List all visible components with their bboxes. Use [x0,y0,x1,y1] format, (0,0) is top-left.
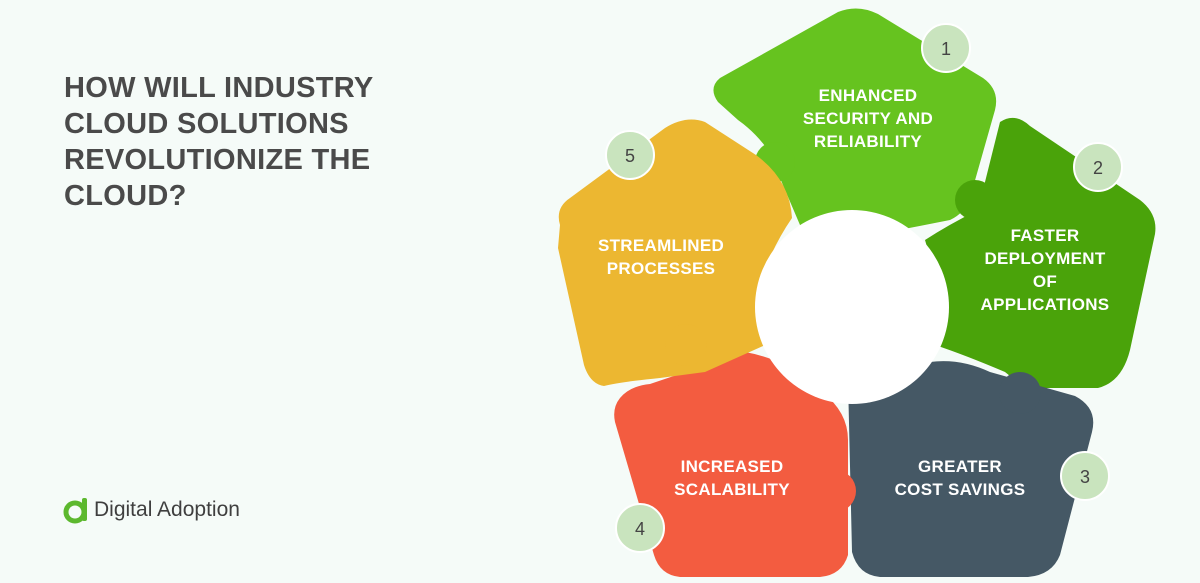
badge-1-number: 1 [941,39,951,59]
badge-4: 4 [615,503,665,553]
badge-4-circle [615,503,665,553]
piece-1-label-line: RELIABILITY [814,132,922,151]
badge-5-circle [605,130,655,180]
piece-2-label: FASTER DEPLOYMENT OF APPLICATIONS [981,226,1110,314]
piece-2-label-line: OF [1033,272,1057,291]
piece-4-label: INCREASED SCALABILITY [674,457,790,499]
piece-2-knob [955,180,995,220]
piece-3-label-line: GREATER [918,457,1002,476]
piece-5-shape [558,119,792,387]
piece-3: GREATER COST SAVINGS [848,361,1094,577]
piece-2-label-line: DEPLOYMENT [984,249,1105,268]
badge-5-number: 5 [625,146,635,166]
piece-3-shape [848,361,1094,577]
piece-1-label-line: ENHANCED [819,86,918,105]
piece-4-label-line: SCALABILITY [674,480,790,499]
piece-2-label-line: APPLICATIONS [981,295,1110,314]
piece-4-label-line: INCREASED [681,457,784,476]
piece-1-label: ENHANCED SECURITY AND RELIABILITY [803,86,933,151]
piece-1-shape [713,8,997,243]
brand-logo: Digital Adoption [62,490,240,530]
piece-2-label-line: FASTER [1011,226,1080,245]
digital-adoption-logo-icon [63,498,87,524]
center-circle [755,210,949,404]
piece-5: STREAMLINED PROCESSES [558,119,792,387]
piece-4: INCREASED SCALABILITY [614,352,856,577]
piece-3-label-line: COST SAVINGS [895,480,1026,499]
piece-5-label: STREAMLINED PROCESSES [598,236,724,278]
piece-3-label: GREATER COST SAVINGS [895,457,1026,499]
piece-5-label-line: STREAMLINED [598,236,724,255]
logo-stem [82,498,87,521]
badge-1-circle [921,23,971,73]
piece-1: ENHANCED SECURITY AND RELIABILITY [713,8,997,243]
badge-4-number: 4 [635,519,645,539]
brand-name: Digital Adoption [94,498,240,521]
badge-3-circle [1060,451,1110,501]
piece-1-label-line: SECURITY AND [803,109,933,128]
piece-5-label-line: PROCESSES [607,259,716,278]
piece-5-knob [665,324,707,366]
page-title: HOW WILL INDUSTRY CLOUD SOLUTIONS REVOLU… [64,72,374,212]
badge-3-number: 3 [1080,467,1090,487]
piece-4-shape [614,352,848,577]
logo-ring [63,500,87,524]
badge-3: 3 [1060,451,1110,501]
badge-1: 1 [921,23,971,73]
badge-2-number: 2 [1093,158,1103,178]
badge-2: 2 [1073,142,1123,192]
piece-4-knob [814,470,856,512]
badge-2-circle [1073,142,1123,192]
badge-5: 5 [605,130,655,180]
piece-3-knob [999,372,1041,414]
